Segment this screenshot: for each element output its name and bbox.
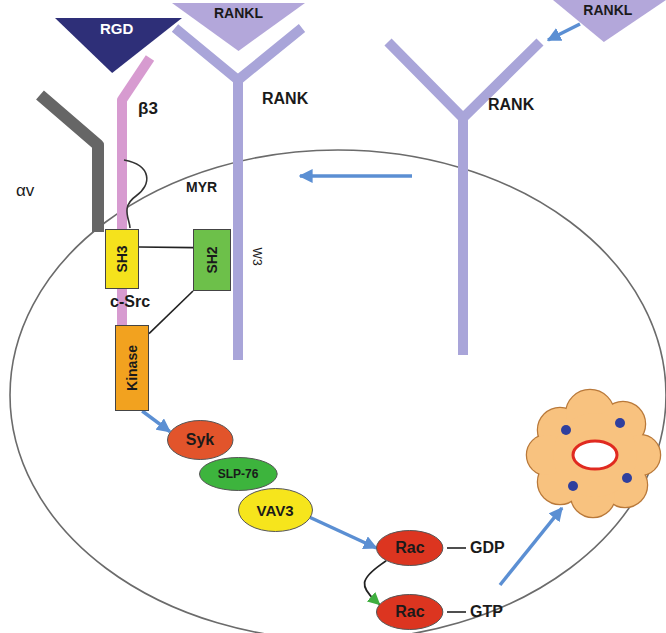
protein-ellipse: VAV3 xyxy=(238,488,313,532)
ellipse-shape xyxy=(238,489,312,532)
motif-label: W3 xyxy=(249,248,262,266)
protein-ellipse: Rac xyxy=(376,594,443,630)
ellipse-shape xyxy=(167,421,232,460)
leader-line xyxy=(447,547,466,549)
connector xyxy=(142,411,170,432)
ellipse-shape xyxy=(199,458,277,491)
box-shape xyxy=(194,230,231,291)
node-text: SH3 xyxy=(114,245,130,272)
domain-box: SH3 xyxy=(105,229,139,289)
leader-line xyxy=(447,611,466,613)
triangle-shape xyxy=(553,0,666,42)
ligand-triangle: RGD xyxy=(55,18,182,73)
subunit-label: αv xyxy=(16,182,34,201)
nucleotide-label: GDP xyxy=(470,539,505,557)
box-shape xyxy=(106,230,139,289)
node-text: Rac xyxy=(395,539,424,557)
integrin-alpha xyxy=(40,95,98,232)
nucleotide-label: GTP xyxy=(470,603,503,621)
rank-receptor xyxy=(388,42,540,118)
modification-label: MYR xyxy=(186,180,217,195)
protein-label: c-Src xyxy=(110,293,150,311)
rank-receptor xyxy=(233,78,243,360)
connector xyxy=(149,291,193,334)
node-text: RGD xyxy=(100,20,133,37)
node-text: Rac xyxy=(395,603,424,621)
domain-box: SH2 xyxy=(193,229,231,291)
kinase-box: Kinase xyxy=(115,325,149,411)
connector xyxy=(310,518,376,548)
subunit-label: β3 xyxy=(138,100,158,119)
box-shape xyxy=(116,326,149,411)
node-text: Syk xyxy=(186,431,214,449)
node-text: VAV3 xyxy=(257,502,294,519)
activation-arrow xyxy=(500,508,562,585)
receptor-label: RANK xyxy=(488,96,534,114)
ligand-triangle: RANKL xyxy=(172,3,305,51)
receptor-label: RANK xyxy=(262,90,308,108)
ellipse-shape xyxy=(377,595,443,630)
node-text: SLP-76 xyxy=(218,467,259,481)
protein-ellipse: SLP-76 xyxy=(199,457,278,491)
node-text: SH2 xyxy=(204,246,220,273)
ligand-triangle: RANKL xyxy=(553,0,666,42)
triangle-shape xyxy=(172,3,305,51)
connector xyxy=(364,561,386,605)
translocation-arrow xyxy=(300,174,412,178)
connector xyxy=(139,246,193,248)
ellipse-shape xyxy=(377,531,443,566)
protein-ellipse: Syk xyxy=(167,420,233,460)
node-text: RANKL xyxy=(583,2,632,18)
osteoclast xyxy=(527,390,660,517)
node-text: RANKL xyxy=(214,5,263,21)
cell-membrane xyxy=(10,150,666,633)
myristoyl-link xyxy=(124,160,147,228)
protein-ellipse: Rac xyxy=(376,530,443,566)
node-text: Kinase xyxy=(124,345,140,391)
binding-arrow xyxy=(548,24,580,40)
triangle-shape xyxy=(55,18,182,73)
rank-receptor xyxy=(458,116,468,355)
